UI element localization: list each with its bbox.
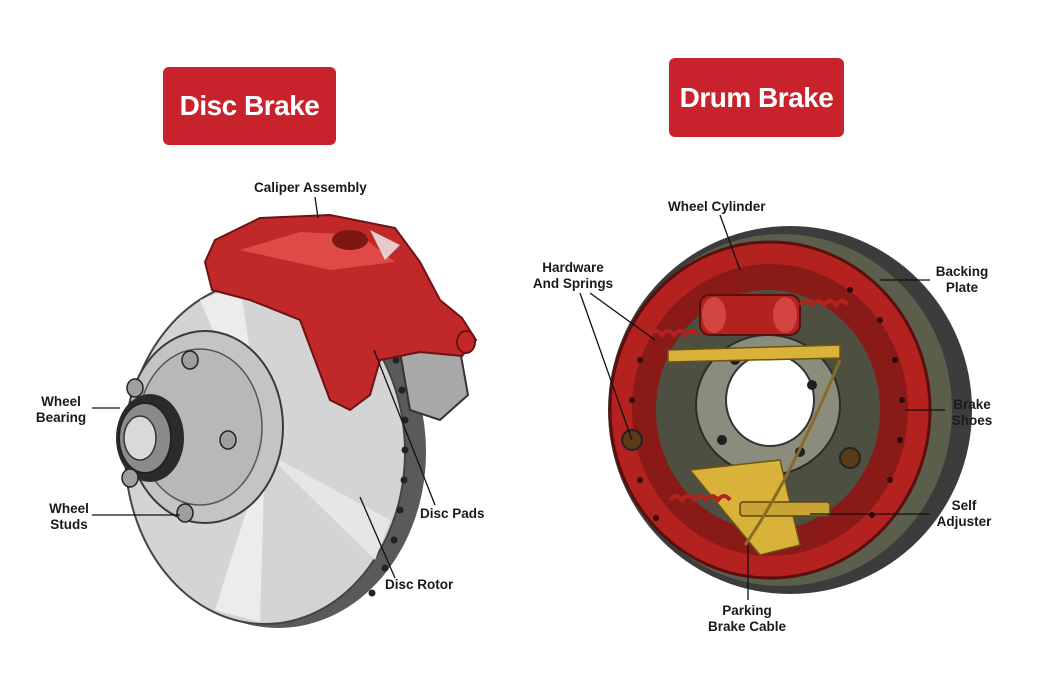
wheel-studs-label-line2: Studs	[50, 517, 88, 532]
disc-brake-title: Disc Brake	[163, 67, 336, 145]
wheel-cylinder-label: Wheel Cylinder	[668, 199, 766, 214]
wheel-bearing-label: Wheel Bearing	[32, 394, 90, 426]
hardware-springs-label-line1: Hardware	[542, 260, 604, 275]
self-adjuster-label-line1: Self	[951, 498, 977, 513]
disc-rotor-label: Disc Rotor	[385, 577, 454, 592]
wheel-studs-label-line1: Wheel	[49, 501, 89, 516]
wheel-bearing-label-line1: Wheel	[41, 394, 81, 409]
disc-brake-illustration	[116, 213, 478, 628]
hardware-springs-label-line2: And Springs	[532, 276, 614, 291]
brake-shoes-label-line1: Brake	[953, 397, 991, 412]
hardware-springs	[648, 299, 850, 504]
wheel-studs-label: Wheel Studs	[40, 501, 98, 533]
brake-shoes-label: Brake Shoes	[944, 397, 1000, 429]
brake-shoes-label-line2: Shoes	[951, 413, 993, 428]
leader-lines	[92, 196, 945, 600]
backing-plate-label-line1: Backing	[935, 264, 989, 279]
caliper-assembly-label: Caliper Assembly	[254, 180, 367, 195]
hardware-springs-label: Hardware And Springs	[525, 260, 621, 292]
parking-brake-cable	[743, 359, 842, 546]
drum-brake-title: Drum Brake	[669, 58, 844, 137]
wheel-bearing-label-line2: Bearing	[35, 410, 87, 425]
self-adjuster-label: Self Adjuster	[930, 498, 998, 530]
parking-brake-cable-label-line1: Parking	[722, 603, 772, 618]
wheel-cylinder	[699, 294, 801, 336]
self-adjuster	[739, 501, 831, 517]
wheel-studs	[121, 350, 237, 523]
backing-plate-label-line2: Plate	[945, 280, 979, 295]
disc-pads-label: Disc Pads	[420, 506, 485, 521]
caliper-assembly	[203, 213, 478, 412]
parking-brake-cable-label: Parking Brake Cable	[700, 603, 794, 635]
backing-plate-label: Backing Plate	[930, 264, 994, 296]
self-adjuster-label-line2: Adjuster	[936, 514, 992, 529]
drum-brake-illustration	[608, 226, 972, 594]
parking-brake-cable-label-line2: Brake Cable	[707, 619, 787, 634]
